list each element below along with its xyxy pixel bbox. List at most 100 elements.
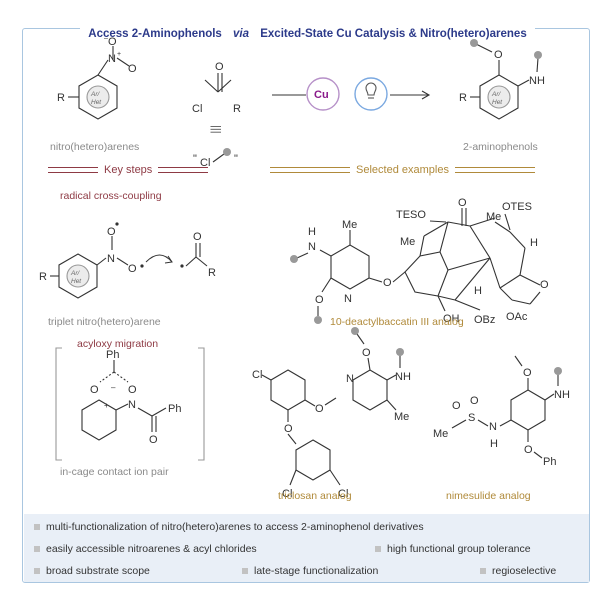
svg-text:Me: Me xyxy=(394,411,409,423)
svg-text:": " xyxy=(193,153,197,165)
svg-text:O: O xyxy=(540,279,549,291)
svg-text:N: N xyxy=(344,293,352,305)
bullet-icon xyxy=(34,568,40,574)
features-panel xyxy=(24,514,589,582)
svg-text:Het: Het xyxy=(71,278,82,285)
svg-text:H: H xyxy=(530,237,538,249)
svg-text:OAc: OAc xyxy=(506,311,528,323)
svg-text:NH: NH xyxy=(395,371,411,383)
bullet-icon xyxy=(375,546,381,552)
svg-text:O: O xyxy=(149,434,158,446)
svg-text:Cl: Cl xyxy=(200,157,210,169)
svg-text:Cl: Cl xyxy=(338,488,348,500)
bullet-icon xyxy=(480,568,486,574)
svg-text:O: O xyxy=(523,367,532,379)
label-radical-coupling: radical cross-coupling xyxy=(60,190,162,202)
svg-text:Ph: Ph xyxy=(168,403,181,415)
svg-text:Me: Me xyxy=(342,219,357,231)
aminophenol-structure: O NH R Ar/ Het xyxy=(459,39,545,120)
svg-text:Ph: Ph xyxy=(106,349,119,361)
svg-text:|||: ||| xyxy=(210,125,222,134)
svg-text:O: O xyxy=(193,231,202,243)
feature-item: multi-functionalization of nitro(hetero)… xyxy=(34,521,424,533)
svg-text:N: N xyxy=(346,373,354,385)
svg-text:O: O xyxy=(284,423,293,435)
svg-text:O: O xyxy=(108,36,117,48)
svg-text:OBz: OBz xyxy=(474,314,495,326)
feature-item: regioselective xyxy=(480,565,556,577)
svg-text:Cl: Cl xyxy=(252,369,262,381)
svg-text:O: O xyxy=(128,263,137,275)
label-aminophenols: 2-aminophenols xyxy=(463,141,538,153)
feature-item: late-stage functionalization xyxy=(242,565,378,577)
nimesulide-analog-structure: O NH N H S O O Me O Ph xyxy=(433,355,570,468)
svg-text:R: R xyxy=(39,271,47,283)
figure-title: Access 2-Aminophenols via Excited-State … xyxy=(0,24,615,42)
bullet-icon xyxy=(34,524,40,530)
bullet-icon xyxy=(242,568,248,574)
svg-text:O: O xyxy=(90,384,99,396)
feature-item: high functional group tolerance xyxy=(375,543,531,555)
svg-text:O: O xyxy=(315,403,324,415)
selected-examples-header: Selected examples xyxy=(270,164,535,176)
svg-text:H: H xyxy=(308,226,316,238)
svg-text:": " xyxy=(234,153,238,165)
label-triclosan: triclosan analog xyxy=(278,490,352,502)
svg-text:R: R xyxy=(233,103,241,115)
svg-text:Cl: Cl xyxy=(282,488,292,500)
svg-text:Cu: Cu xyxy=(314,89,329,101)
svg-text:S: S xyxy=(468,412,475,424)
svg-text:N: N xyxy=(308,241,316,253)
svg-text:TESO: TESO xyxy=(396,209,426,221)
nitroarene-structure: R N O O + – Ar/ Het xyxy=(57,35,137,120)
svg-text:Het: Het xyxy=(91,99,102,106)
svg-text:NH: NH xyxy=(554,389,570,401)
svg-text:Ar/: Ar/ xyxy=(90,91,101,98)
svg-text:NH: NH xyxy=(529,75,545,87)
svg-text:Het: Het xyxy=(492,99,503,106)
svg-text:Me: Me xyxy=(486,211,501,223)
svg-text:R: R xyxy=(57,92,65,104)
svg-text:O: O xyxy=(215,61,224,73)
triclosan-analog-structure: Cl O O Cl Cl N O NH Me xyxy=(252,327,411,500)
svg-text:N: N xyxy=(128,399,136,411)
svg-text:Me: Me xyxy=(433,428,448,440)
svg-text:Cl: Cl xyxy=(192,103,202,115)
svg-text:O: O xyxy=(383,277,392,289)
svg-text:Me: Me xyxy=(400,236,415,248)
svg-text:O: O xyxy=(128,63,137,75)
baccatin-analog-structure: Me N H N O O Me O TESO Me OTES H xyxy=(290,197,549,326)
key-steps-header: Key steps xyxy=(48,164,209,176)
feature-item: easily accessible nitroarenes & acyl chl… xyxy=(34,543,257,555)
svg-text:R: R xyxy=(459,92,467,104)
svg-text:O: O xyxy=(494,49,503,61)
label-nimesulide: nimesulide analog xyxy=(446,490,531,502)
ion-pair-structure: Ph O O – + N O Ph xyxy=(55,347,205,461)
svg-text:Ar/: Ar/ xyxy=(70,270,81,277)
svg-text:O: O xyxy=(315,294,324,306)
svg-text:O: O xyxy=(128,384,137,396)
svg-text:OTES: OTES xyxy=(502,201,532,213)
label-triplet: triplet nitro(hetero)arene xyxy=(48,316,161,328)
label-baccatin: 10-deactylbaccatin III analog xyxy=(330,316,464,328)
triplet-nitroarene-structure: R N O O O R Ar/ Het xyxy=(39,222,216,299)
svg-text:O: O xyxy=(524,444,533,456)
acyl-chloride-structure: O Cl R ||| " Cl " xyxy=(192,61,241,169)
svg-text:O: O xyxy=(458,197,467,209)
svg-text:N: N xyxy=(489,421,497,433)
svg-text:Ar/: Ar/ xyxy=(491,91,502,98)
feature-item: broad substrate scope xyxy=(34,565,150,577)
bullet-icon xyxy=(34,546,40,552)
svg-text:N: N xyxy=(108,53,116,65)
svg-text:–: – xyxy=(111,383,116,392)
svg-text:N: N xyxy=(107,253,115,265)
svg-text:+: + xyxy=(117,51,121,58)
label-ion-pair: in-cage contact ion pair xyxy=(60,466,169,478)
svg-text:OH: OH xyxy=(443,313,460,325)
label-acyloxy-migration: acyloxy migration xyxy=(77,338,159,350)
svg-text:R: R xyxy=(208,267,216,279)
svg-text:H: H xyxy=(490,438,498,450)
label-nitroarenes: nitro(hetero)arenes xyxy=(50,141,140,153)
svg-text:–: – xyxy=(104,35,108,42)
scheme-drawing: R N O O + – Ar/ Het O Cl R ||| " Cl " Cu xyxy=(39,35,570,500)
